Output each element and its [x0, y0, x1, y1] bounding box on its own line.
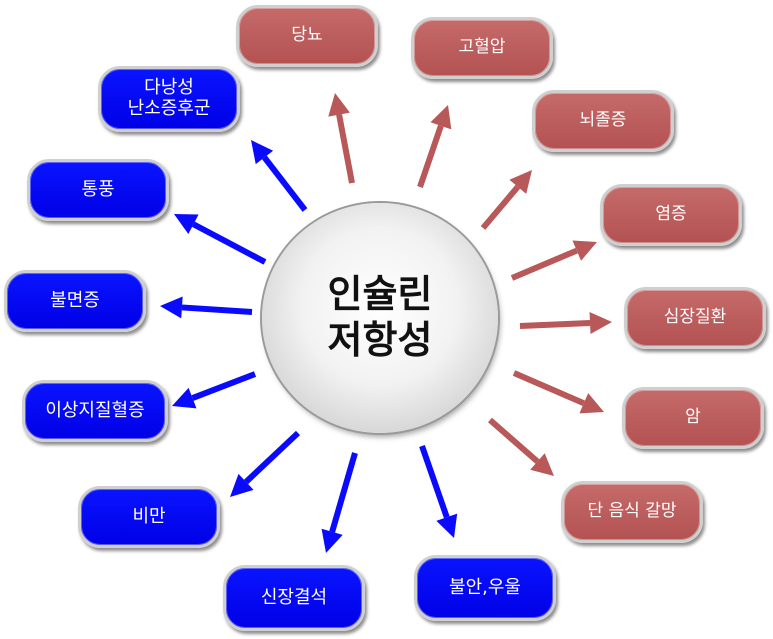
- arrow-shaft: [192, 221, 267, 265]
- arrow-dyslipidemia: [172, 371, 257, 409]
- node-label: 심장질환: [663, 307, 727, 328]
- arrow-pcos: [251, 140, 308, 212]
- node-cancer: 암: [622, 387, 764, 449]
- arrow-shaft: [243, 430, 301, 485]
- node-insomnia: 불면증: [4, 270, 146, 332]
- node-sweet-craving: 단 음식 갈망: [561, 481, 703, 543]
- arrow-head: [230, 473, 254, 497]
- arrow-gout: [174, 214, 267, 265]
- arrow-shaft: [488, 417, 540, 464]
- node-diabetes: 당뇨: [236, 5, 378, 67]
- node-label: 염증: [655, 204, 687, 225]
- arrow-head: [174, 214, 199, 234]
- node-anxiety-depression: 불안,우울: [414, 555, 556, 621]
- arrow-head: [530, 453, 554, 476]
- arrow-shaft: [480, 184, 521, 230]
- arrow-head: [436, 513, 458, 538]
- arrow-shaft: [510, 247, 578, 281]
- arrow-shaft: [262, 155, 308, 212]
- node-obesity: 비만: [78, 486, 220, 548]
- node-gout: 통풍: [27, 159, 169, 221]
- node-inflammation: 염증: [600, 184, 742, 246]
- arrow-head: [321, 528, 343, 553]
- arrow-cancer: [512, 370, 604, 414]
- node-label: 불면증: [50, 289, 100, 311]
- arrow-head: [160, 296, 183, 319]
- node-label: 신장결석: [260, 586, 328, 608]
- arrow-shaft: [419, 445, 450, 519]
- arrow-obesity: [230, 430, 301, 497]
- node-pcos: 다낭성 난소증후군: [98, 66, 240, 132]
- node-label: 이상지질혈증: [45, 399, 145, 421]
- arrow-head: [509, 170, 532, 194]
- node-label: 고혈압: [458, 37, 506, 58]
- arrow-hypertension: [417, 105, 452, 188]
- node-hypertension: 고혈압: [411, 17, 553, 79]
- node-label: 불안,우울: [449, 576, 521, 598]
- center-label: 인슐린 저항성: [327, 272, 433, 362]
- arrow-inflammation: [510, 240, 597, 281]
- node-label: 암: [685, 407, 701, 428]
- arrow-shaft: [417, 124, 444, 188]
- arrow-shaft: [519, 319, 591, 329]
- node-label: 당뇨: [291, 25, 323, 46]
- node-kidney-stone: 신장결석: [223, 565, 365, 631]
- arrow-shaft: [329, 452, 358, 533]
- arrow-shaft: [181, 304, 253, 315]
- node-stroke: 뇌졸증: [532, 90, 674, 152]
- node-label: 뇌졸증: [579, 110, 627, 131]
- arrow-head: [579, 393, 604, 414]
- center-circle: 인슐린 저항성: [262, 203, 498, 433]
- arrow-shaft: [512, 370, 586, 407]
- node-label: 통풍: [81, 178, 115, 200]
- arrow-sweet-craving: [488, 417, 554, 476]
- arrow-head: [328, 93, 350, 117]
- arrow-head: [251, 140, 274, 165]
- arrow-shaft: [336, 114, 355, 184]
- arrow-stroke: [480, 170, 532, 230]
- node-label: 단 음식 갈망: [587, 501, 677, 522]
- arrow-heart-disease: [519, 311, 612, 334]
- node-label: 다낭성 난소증후군: [127, 77, 211, 119]
- arrow-head: [589, 311, 612, 334]
- arrow-head: [430, 105, 452, 130]
- node-label: 비만: [132, 505, 166, 527]
- arrow-insomnia: [160, 296, 253, 319]
- node-dyslipidemia: 이상지질혈증: [22, 380, 168, 442]
- arrow-kidney-stone: [321, 452, 358, 553]
- arrow-shaft: [191, 371, 257, 401]
- node-heart-disease: 심장질환: [624, 287, 766, 349]
- arrow-diabetes: [328, 93, 355, 184]
- arrow-head: [172, 387, 197, 409]
- arrow-head: [572, 240, 597, 261]
- arrow-anxiety-depression: [419, 445, 458, 538]
